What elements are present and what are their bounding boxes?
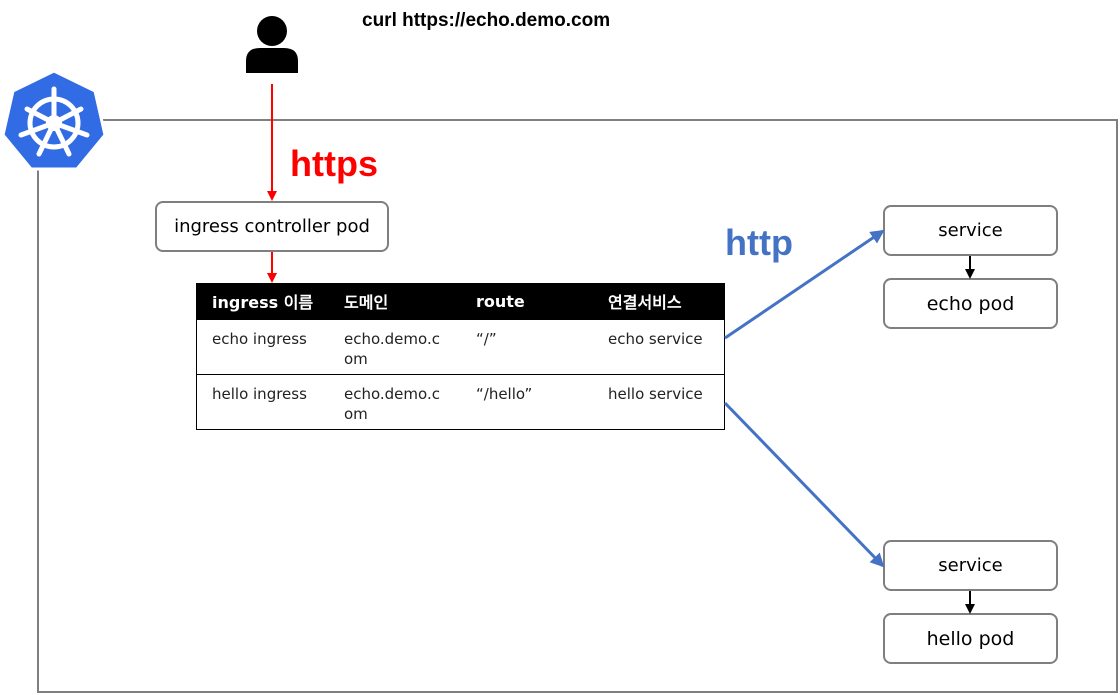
header-ingress-name: ingress 이름 bbox=[212, 293, 314, 312]
table-row: echo ingress echo.demo.com “/” echo serv… bbox=[197, 319, 724, 374]
https-label: https bbox=[290, 143, 378, 184]
header-route: route bbox=[476, 291, 525, 311]
cell-route: “/” bbox=[476, 330, 497, 348]
echo-pod-label: echo pod bbox=[926, 292, 1015, 315]
table-header: ingress 이름 도메인 route 연결서비스 bbox=[197, 283, 724, 319]
cell-service: hello service bbox=[608, 385, 703, 403]
cell-ingress-name: echo ingress bbox=[212, 330, 307, 348]
table-row: hello ingress echo.demo.com “/hello” hel… bbox=[197, 374, 724, 429]
http-label: http bbox=[725, 222, 793, 263]
hello-service-box: service bbox=[883, 540, 1058, 591]
curl-command: curl https://echo.demo.com bbox=[362, 10, 611, 31]
user-icon bbox=[246, 16, 298, 73]
cell-domain: echo.demo.com bbox=[344, 385, 440, 423]
echo-service-label: service bbox=[938, 220, 1003, 241]
cell-service: echo service bbox=[608, 330, 703, 348]
header-domain: 도메인 bbox=[344, 293, 389, 312]
hello-pod-box: hello pod bbox=[883, 613, 1058, 664]
kubernetes-logo-icon bbox=[2, 69, 106, 171]
ingress-controller-pod-box: ingress controller pod bbox=[155, 201, 389, 252]
ingress-controller-label: ingress controller pod bbox=[174, 215, 370, 237]
ingress-table: ingress 이름 도메인 route 연결서비스 echo ingress … bbox=[196, 283, 725, 430]
cell-ingress-name: hello ingress bbox=[212, 385, 307, 403]
cluster-boundary bbox=[37, 119, 1118, 693]
cell-domain: echo.demo.com bbox=[344, 330, 440, 368]
hello-service-label: service bbox=[938, 555, 1003, 576]
echo-pod-box: echo pod bbox=[883, 278, 1058, 329]
echo-service-box: service bbox=[883, 205, 1058, 256]
header-service: 연결서비스 bbox=[608, 293, 682, 312]
hello-pod-label: hello pod bbox=[926, 627, 1015, 650]
cell-route: “/hello” bbox=[476, 385, 533, 403]
